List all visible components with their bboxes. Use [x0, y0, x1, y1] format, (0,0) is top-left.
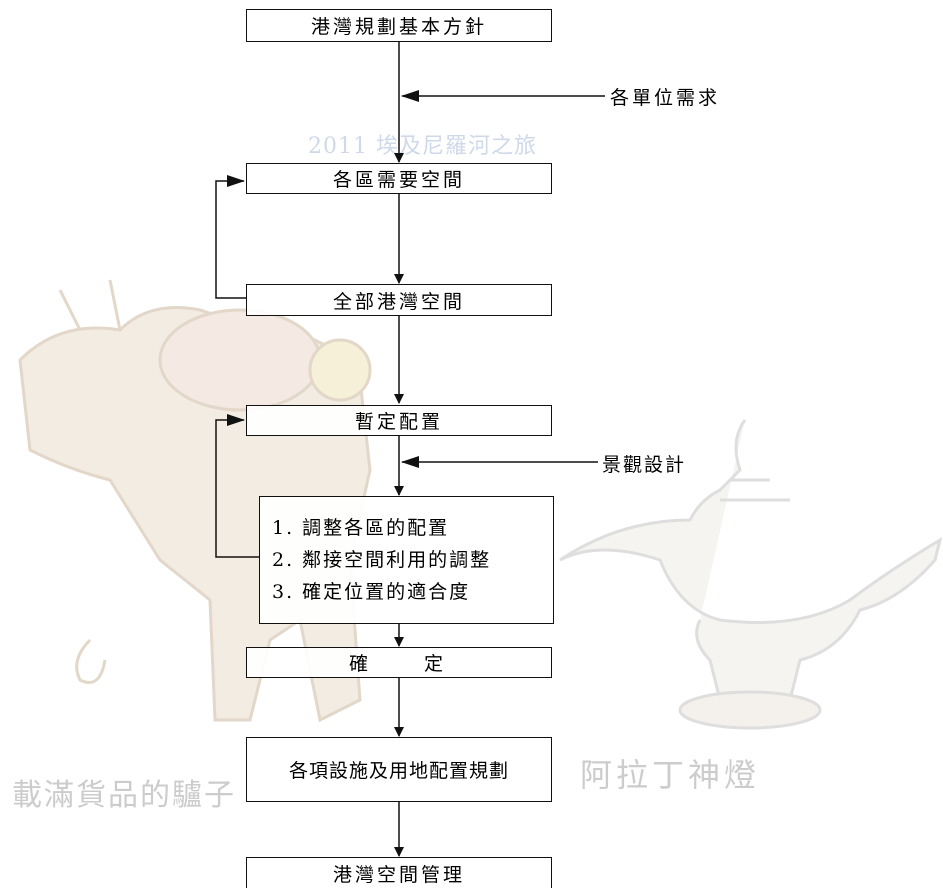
adjust-item-1: 1. 調整各區的配置	[272, 517, 450, 539]
box-basic-policy: 港灣規劃基本方針	[246, 9, 552, 42]
box-zone-space: 各區需要空間	[246, 163, 552, 194]
box-tentative-layout: 暫定配置	[246, 405, 552, 436]
adjust-item-3: 3. 確定位置的適合度	[272, 581, 471, 603]
box-tentative-layout-label: 暫定配置	[354, 411, 443, 433]
watermark-left-caption: 載滿貨品的驢子	[12, 778, 236, 813]
box-basic-policy-label: 港灣規劃基本方針	[310, 16, 487, 38]
box-total-harbor-space: 全部港灣空間	[246, 284, 552, 316]
aladdin-lamp-drawing	[559, 419, 943, 730]
label-unit-requirements: 各單位需求	[610, 87, 721, 109]
label-landscape-design: 景觀設計	[602, 454, 687, 476]
box-confirm: 確 定	[246, 647, 552, 678]
box-total-harbor-space-label: 全部港灣空間	[332, 290, 465, 313]
feedback-loop-layout	[215, 414, 259, 558]
box-adjustments: 1. 調整各區的配置 2. 鄰接空間利用的調整 3. 確定位置的適合度	[259, 496, 554, 624]
box-zone-space-label: 各區需要空間	[332, 169, 465, 191]
box-facility-planning: 各項設施及用地配置規劃	[246, 737, 552, 802]
adjust-item-2: 2. 鄰接空間利用的調整	[272, 549, 492, 571]
feedback-loop-space	[215, 175, 246, 299]
box-facility-planning-label: 各項設施及用地配置規劃	[288, 760, 509, 782]
watermark-right-caption: 阿拉丁神燈	[580, 756, 761, 794]
watermark-title: 2011 埃及尼羅河之旅	[308, 134, 537, 159]
box-confirm-label: 確 定	[348, 653, 449, 675]
box-harbor-space-management: 港灣空間管理	[246, 857, 552, 888]
box-harbor-space-management-label: 港灣空間管理	[332, 863, 465, 886]
